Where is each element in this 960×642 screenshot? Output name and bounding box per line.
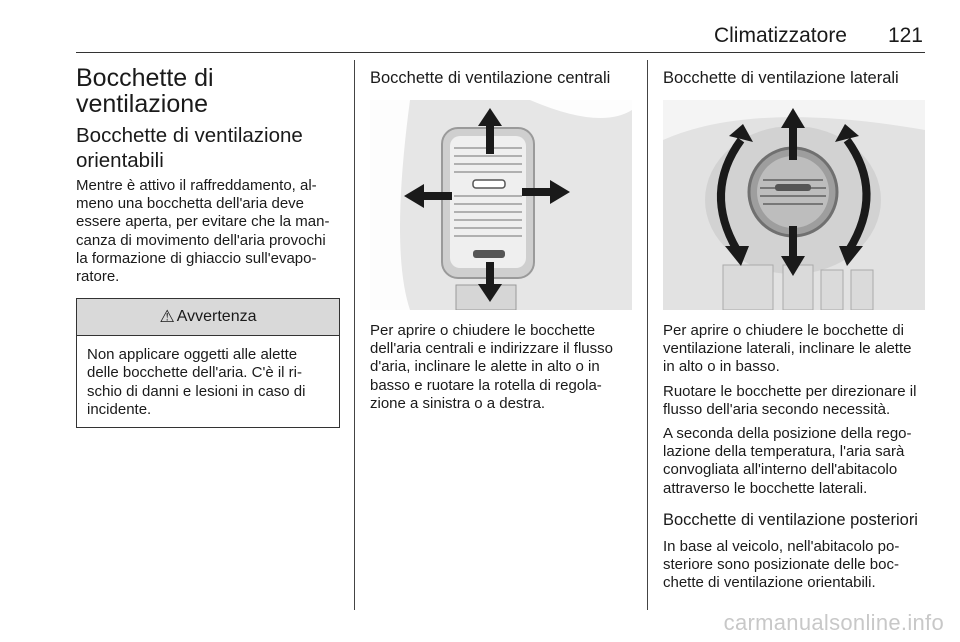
section-heading: Bocchette di ventilazione laterali [663,69,899,87]
central-vents-illustration [370,100,632,310]
side-vents-paragraph-3: A seconda della posizione della rego-laz… [663,425,912,497]
header-title: Climatizzatore [713,24,847,47]
warning-body: Non applicare oggetti alle alette delle … [77,336,339,427]
rear-vents-paragraph: In base al veicolo, nell'abitacolo po-st… [663,537,900,592]
side-vents-paragraph-2: Ruotare le bocchette per direzionare il … [663,382,917,418]
section-heading: Bocchette di ventilazione [76,64,214,118]
subsection-heading: Bocchette di ventilazione orientabili [76,124,303,172]
warning-title: Avvertenza [176,308,257,326]
column-middle: Bocchette di ventilazione centrali [370,60,632,419]
intro-paragraph: Mentre è attivo il raffreddamento, al-me… [76,177,330,286]
column-right: Bocchette di ventilazione laterali [663,60,925,598]
page-header: Climatizzatore 121 [76,22,925,53]
column-left: Bocchette di ventilazione Bocchette di v… [76,60,340,429]
side-vents-illustration [663,100,925,310]
section-heading: Bocchette di ventilazione centrali [370,69,611,87]
central-vents-paragraph: Per aprire o chiudere le bocchette dell'… [370,322,613,412]
warning-triangle-icon: ⚠ [159,307,175,327]
column-divider [354,60,355,610]
page-number: 121 [887,24,923,47]
watermark: carmanualsonline.info [723,610,944,635]
warning-box: ⚠ Avvertenza Non applicare oggetti alle … [76,298,340,429]
column-divider [647,60,648,610]
subsection-heading: Bocchette di ventilazione posteriori [663,510,918,529]
warning-header: ⚠ Avvertenza [77,299,339,337]
warning-text: Non applicare oggetti alle alette delle … [87,346,306,418]
side-vents-paragraph-1: Per aprire o chiudere le bocchette di ve… [663,322,912,376]
